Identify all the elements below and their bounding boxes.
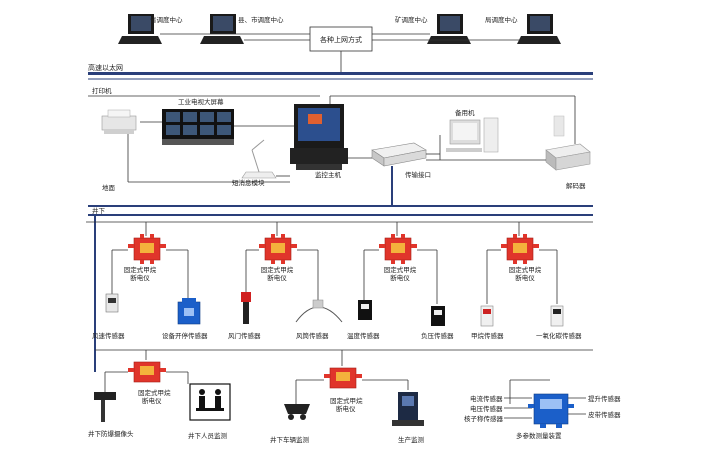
sms-module-label: 短消息模块 bbox=[232, 178, 265, 187]
personnel-label: 井下人员监测 bbox=[188, 431, 228, 440]
backup-host-label: 备用机 bbox=[455, 108, 475, 117]
wind-speed-sensor-icon bbox=[105, 293, 119, 313]
breaker-label-4b: 断电仪 bbox=[515, 273, 535, 282]
current-sensor-label: 电流传感器 bbox=[470, 394, 503, 403]
vehicle-label: 井下车辆监测 bbox=[270, 435, 310, 444]
production-monitor-icon bbox=[392, 392, 424, 426]
ethernet-bus bbox=[88, 72, 593, 75]
label-county-center: 县、市调度中心 bbox=[238, 15, 284, 24]
sensor-label-co: 一氧化碳传感器 bbox=[536, 331, 582, 340]
backup-host-icon bbox=[446, 117, 499, 153]
voltage-sensor-label: 电压传感器 bbox=[470, 404, 503, 413]
breaker-label-3b: 断电仪 bbox=[390, 273, 410, 282]
ground-label: 地面 bbox=[102, 183, 116, 192]
breaker-label-6a: 固定式甲烷 bbox=[330, 396, 363, 405]
breaker-label-5b: 断电仪 bbox=[142, 396, 162, 405]
tv-wall-icon bbox=[162, 109, 234, 145]
camera-label: 井下防爆摄像头 bbox=[88, 429, 134, 438]
breaker-icon-6 bbox=[324, 367, 362, 389]
mine-cart-icon bbox=[284, 404, 310, 420]
laptop-icon-province bbox=[118, 14, 162, 44]
sensor-label-wind: 风速传感器 bbox=[92, 331, 125, 340]
transfer-interface-label: 传输接口 bbox=[405, 170, 431, 179]
decoder-icon bbox=[545, 115, 591, 171]
carbon-monoxide-sensor-icon bbox=[550, 305, 564, 327]
decoder-label: 解码器 bbox=[566, 181, 586, 190]
laptop-icon-mine bbox=[427, 14, 471, 44]
methane-sensor-icon bbox=[480, 305, 494, 327]
personnel-icon bbox=[189, 383, 231, 421]
ethernet-label: 高速以太网 bbox=[88, 63, 123, 72]
underground-bus bbox=[88, 214, 593, 216]
breaker-icon-5 bbox=[128, 361, 166, 383]
breaker-icon-4 bbox=[501, 234, 539, 264]
printer-icon bbox=[101, 109, 137, 134]
breaker-label-3a: 固定式甲烷 bbox=[384, 265, 417, 274]
production-label: 生产监测 bbox=[398, 435, 425, 444]
label-province-center: 省调度中心 bbox=[150, 15, 183, 24]
multi-device-label: 多参数测量装置 bbox=[516, 431, 562, 440]
network-box bbox=[309, 26, 373, 52]
sensor-label-pressure: 负压传感器 bbox=[421, 331, 454, 340]
breaker-icon-2 bbox=[259, 234, 297, 264]
nuclear-sensor-label: 核子称传感器 bbox=[464, 414, 504, 423]
laptop-icon-county bbox=[200, 14, 244, 44]
belt-sensor-label: 皮带传感器 bbox=[588, 410, 621, 419]
transfer-interface-icon bbox=[371, 142, 427, 167]
equipment-switch-sensor-icon bbox=[177, 298, 201, 325]
breaker-icon-3 bbox=[379, 234, 417, 264]
sms-module-icon bbox=[241, 139, 277, 179]
breaker-label-1a: 固定式甲烷 bbox=[124, 265, 157, 274]
negative-pressure-sensor-icon bbox=[431, 306, 445, 326]
network-box-label: 各种上网方式 bbox=[320, 35, 362, 44]
tv-wall-label: 工业电视大屏幕 bbox=[178, 97, 224, 106]
hoist-sensor-label: 提升传感器 bbox=[588, 394, 621, 403]
camera-icon bbox=[94, 392, 116, 422]
sensor-label-equipment: 设备开停传感器 bbox=[162, 331, 208, 340]
air-duct-sensor-icon bbox=[295, 299, 343, 323]
temperature-sensor-icon bbox=[358, 300, 372, 320]
laptop-icon-bureau bbox=[517, 14, 561, 44]
underground-label: 井下 bbox=[92, 206, 106, 215]
sensor-label-methane: 甲烷传感器 bbox=[471, 331, 504, 340]
sensor-label-airdoor: 风门传感器 bbox=[228, 331, 261, 340]
label-bureau-center: 局调度中心 bbox=[485, 15, 518, 24]
breaker-label-4a: 固定式甲烷 bbox=[509, 265, 542, 274]
breaker-label-2b: 断电仪 bbox=[267, 273, 287, 282]
printer-label: 打印机 bbox=[92, 86, 112, 95]
breaker-icon-1 bbox=[128, 234, 166, 264]
breaker-label-1b: 断电仪 bbox=[130, 273, 150, 282]
air-door-sensor-icon bbox=[241, 292, 251, 324]
breaker-label-2a: 固定式甲烷 bbox=[261, 265, 294, 274]
breaker-label-5a: 固定式甲烷 bbox=[138, 388, 171, 397]
underground-bus-top bbox=[88, 205, 593, 207]
sensor-label-temperature: 温度传感器 bbox=[347, 331, 380, 340]
monitor-host-label: 监控主机 bbox=[315, 170, 342, 179]
multi-parameter-device-icon bbox=[528, 393, 574, 428]
sensor-label-duct: 风筒传感器 bbox=[296, 331, 329, 340]
label-mine-center: 矿调度中心 bbox=[395, 15, 428, 24]
monitor-host-icon bbox=[290, 104, 348, 170]
breaker-label-6b: 断电仪 bbox=[336, 404, 356, 413]
